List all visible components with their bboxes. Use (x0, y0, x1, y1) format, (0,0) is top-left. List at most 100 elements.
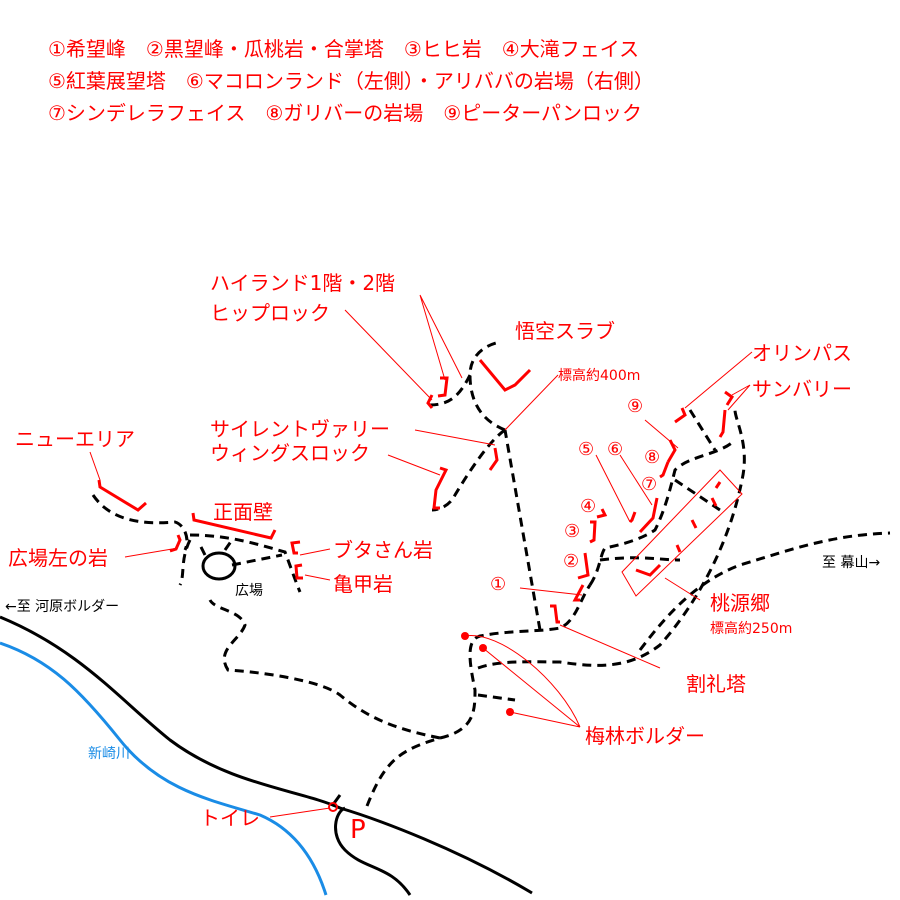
leader-line (595, 419, 679, 523)
trails (91, 340, 891, 807)
rock-mark (724, 390, 735, 406)
rock-mark (169, 534, 182, 553)
rock-mark (596, 508, 608, 519)
legend-line-1: ①希望峰 ②黒望峰・瓜桃岩・合掌塔 ③ヒヒ岩 ④大滝フェイス (48, 37, 639, 61)
bairin-boulder-dot (506, 708, 514, 716)
rock-mark (191, 512, 277, 540)
leader-line (269, 807, 331, 818)
rock-mark (294, 563, 303, 580)
rock-mark (432, 466, 449, 510)
leader-lines (89, 294, 753, 818)
road-spur (330, 794, 342, 807)
trail-olympus (688, 409, 717, 451)
label-river: 新崎川 (88, 746, 130, 762)
label-silent-valley: サイレントヴァリー (210, 417, 390, 441)
leader-line (344, 294, 463, 401)
label-olympus: オリンパス (752, 341, 852, 365)
road-main (0, 615, 533, 895)
num-4: ④ (580, 496, 596, 517)
bairin-boulder-dot (479, 644, 487, 652)
rock-mark (675, 544, 682, 553)
bairin-boulder-dot (461, 632, 469, 640)
rock-mark (714, 481, 722, 489)
rock-mark (488, 447, 499, 471)
parking-icon: P (350, 815, 366, 845)
trail-bairin-spur (477, 693, 516, 702)
rock-mark (97, 479, 147, 512)
num-6: ⑥ (607, 439, 623, 460)
rock-marks (97, 359, 743, 624)
label-kikko: 亀甲岩 (333, 572, 393, 596)
rock-mark (635, 563, 662, 577)
num-7: ⑦ (641, 474, 657, 495)
trail-togenkyo (599, 478, 721, 562)
leader-line (519, 577, 701, 669)
trail-goku-loop (431, 340, 506, 512)
rock-mark (577, 552, 590, 580)
rock-mark (710, 497, 718, 507)
togenkyo-area-box (621, 469, 743, 597)
label-hiroba-left: 広場左の岩 (8, 546, 108, 570)
trail-highland (429, 374, 472, 407)
label-newarea: ニューエリア (15, 427, 135, 451)
label-toilet: トイレ (200, 806, 260, 830)
rock-mark (638, 497, 659, 534)
label-buta: ブタさん岩 (333, 538, 433, 562)
rock-mark (659, 461, 670, 479)
rock-mark (478, 359, 532, 392)
label-to-kawara: ←至 河原ボルダー (5, 599, 119, 615)
road-parking-loop (334, 806, 412, 896)
rock-mark (426, 394, 434, 409)
area-labels: ハイランド1階・2階 ヒップロック 悟空スラブ 標高約400m オリンパス サン… (5, 271, 880, 845)
num-2: ② (563, 551, 579, 572)
rock-mark (550, 604, 560, 624)
rock-mark (666, 439, 677, 463)
label-to-makuyama: 至 幕山→ (822, 555, 880, 571)
rock-mark (690, 519, 698, 529)
trail-straight-up (503, 429, 542, 631)
river-shinzaki (0, 641, 328, 896)
label-front-wall: 正面壁 (213, 500, 273, 524)
num-3: ③ (564, 521, 580, 542)
trail-bairin-loop (477, 409, 746, 670)
num-1: ① (490, 574, 506, 595)
leader-line (504, 374, 559, 431)
label-hiprock: ヒップロック (210, 301, 330, 325)
num-8: ⑧ (644, 447, 660, 468)
label-katsurei: 割礼塔 (686, 672, 746, 696)
trail-approach (365, 584, 592, 807)
label-hiroba: 広場 (235, 583, 263, 599)
rock-mark (290, 540, 301, 555)
label-sunvalley: サンバリー (752, 377, 852, 401)
trail-newarea (91, 494, 189, 551)
trail-hiroba-spokes (198, 539, 283, 567)
rock-mark (437, 376, 449, 398)
rock-mark (718, 409, 727, 438)
label-wings-rock: ウィングスロック (210, 441, 370, 465)
label-elev250: 標高約250m (710, 620, 792, 637)
trail-hiroba-link (208, 599, 441, 740)
trail-makuyama (638, 531, 891, 651)
leader-line (464, 635, 581, 728)
rock-mark (674, 407, 687, 424)
label-togenkyo: 桃源郷 (710, 591, 770, 615)
hiroba-open-space (201, 551, 237, 581)
toilet-icon (328, 802, 338, 812)
trail-hiroba-ring (178, 533, 302, 593)
legend-line-2: ⑤紅葉展望塔 ⑥マコロンランド（左側）・アリババの岩場（右側） (48, 69, 654, 93)
rock-mark (628, 511, 637, 524)
leader-line (124, 547, 331, 581)
label-goku: 悟空スラブ (515, 319, 615, 343)
num-9: ⑨ (627, 396, 643, 417)
trail-area-inner (588, 438, 737, 586)
label-highland: ハイランド1階・2階 (210, 271, 395, 295)
legend: ①希望峰 ②黒望峰・瓜桃岩・合掌塔 ③ヒヒ岩 ④大滝フェイス ⑤紅葉展望塔 ⑥マ… (48, 37, 654, 125)
rock-mark (572, 584, 585, 602)
label-bairin: 梅林ボルダー (585, 724, 705, 748)
leader-line (387, 429, 496, 476)
numbered-areas: ① ② ③ ④ ⑤ ⑥ ⑦ ⑧ ⑨ (490, 396, 660, 595)
leader-line (89, 451, 101, 481)
legend-line-3: ⑦シンデレラフェイス ⑧ガリバーの岩場 ⑨ピーターパンロック (48, 101, 642, 125)
rock-mark (589, 520, 597, 544)
